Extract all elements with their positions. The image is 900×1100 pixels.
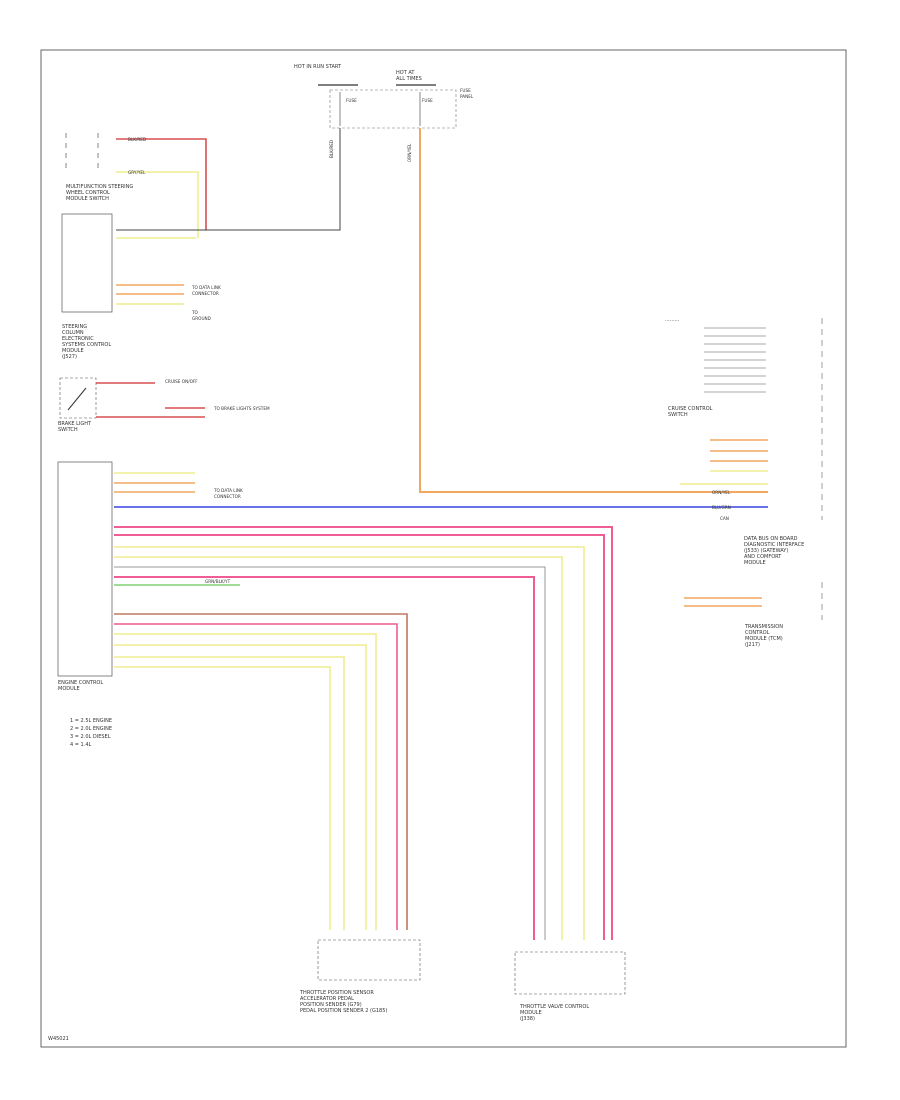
diagram-id: W45021: [48, 1036, 69, 1042]
gateway-label-4: AND COMFORT: [744, 554, 782, 560]
throttle-valve-module: THROTTLE VALVE CONTROL MODULE (J338): [514, 951, 626, 1022]
wire-ped-yel1: [114, 633, 377, 930]
ecm-label-2: MODULE: [58, 686, 80, 692]
scm-label-6: (J527): [62, 354, 77, 360]
gateway-label-5: MODULE: [744, 560, 766, 566]
cruise-label-1: CRUISE CONTROL: [668, 406, 713, 412]
fuse-label-2: FUSE: [422, 98, 433, 103]
brake-label-1: BRAKE LIGHT: [58, 421, 92, 427]
gateway-label-3: (J533) (GATEWAY): [744, 548, 788, 554]
tag-mfs-yel: GRY/YEL: [128, 170, 146, 175]
wire-ped-yel4: [114, 666, 331, 930]
mfs-label-3: MODULE SWITCH: [66, 196, 109, 202]
wire-thr-pink3: [114, 576, 535, 940]
ground-note-1: TO: [191, 310, 199, 315]
cruise-control-switch: ········· CRUISE CONTROL SWITCH: [665, 318, 713, 418]
throttle-label-1: THROTTLE VALVE CONTROL: [519, 1004, 589, 1010]
pedal-label-1: THROTTLE POSITION SENSOR: [299, 990, 374, 996]
pedal-label-3: POSITION SENDER (G79): [300, 1002, 362, 1008]
throttle-label-3: (J338): [520, 1016, 535, 1022]
data-link-mid-2: CONNECTOR: [214, 494, 241, 499]
tag-green: GRN/BLK/YT: [205, 579, 231, 584]
pedal-label-2: ACCELERATOR PEDAL: [300, 996, 354, 1002]
mfs-label-1: MULTIFUNCTION STEERING: [66, 184, 133, 190]
legend-item-3: 3 = 2.0L DIESEL: [70, 734, 111, 740]
wire-mfs-yellow: [116, 171, 199, 238]
fuse-wire-tag-2: ORN/YEL: [407, 143, 412, 162]
mfs-label-2: WHEEL CONTROL: [66, 190, 110, 196]
cruise-header-text: ·········: [665, 318, 680, 324]
wire-harness: BLK/RED GRY/YEL BLU/GRN ORN/YEL GRN/BLK/YT: [96, 128, 768, 940]
fuse-panel-label-1: FUSE: [460, 88, 471, 93]
wire-thr-pink2: [114, 534, 605, 940]
scm-label-3: ELECTRONIC: [62, 336, 94, 342]
wire-thr-grey: [114, 566, 546, 940]
scm-label-5: MODULE: [62, 348, 84, 354]
tcm-label-3: MODULE (TCM): [745, 636, 783, 642]
legend-item-1: 1 = 2.5L ENGINE: [70, 718, 112, 724]
fuse-wire-tag-1: BLK/RED: [329, 140, 334, 158]
cruise-label-2: SWITCH: [668, 412, 688, 418]
data-link-mid-1: TO DATA LINK: [213, 488, 243, 493]
pedal-label-4: PEDAL POSITION SENDER 2 (G185): [300, 1008, 387, 1014]
throttle-label-2: MODULE: [520, 1010, 542, 1016]
brake-light-switch: BRAKE LIGHT SWITCH: [58, 377, 97, 433]
diagram-frame: [40, 49, 847, 1048]
data-bus-gateway: DATA BUS ON BOARD DIAGNOSTIC INTERFACE (…: [720, 516, 804, 566]
scm-label-1: STEERING: [62, 324, 87, 330]
fuse-label-1: FUSE: [346, 98, 357, 103]
ground-note-2: GROUND: [192, 316, 211, 321]
steering-column-module: STEERING COLUMN ELECTRONIC SYSTEMS CONTR…: [61, 213, 113, 360]
can-note: CAN: [720, 516, 729, 521]
tag-orange: ORN/YEL: [712, 490, 731, 495]
wire-mfs-red: [116, 138, 207, 230]
tcm-label-2: CONTROL: [745, 630, 770, 636]
legend-item-4: 4 = 1.4L: [70, 742, 92, 748]
scm-label-4: SYSTEMS CONTROL: [62, 342, 111, 348]
wire-ped-pink: [114, 623, 398, 930]
brake-lights-note: TO BRAKE LIGHTS SYSTEM: [213, 406, 270, 411]
fuse-block: HOT IN RUN START HOT AT ALL TIMES FUSE F…: [294, 64, 474, 162]
gateway-label-1: DATA BUS ON BOARD: [744, 536, 798, 542]
wire-ped-brown: [114, 613, 408, 930]
tag-mfs-red: BLK/RED: [128, 137, 146, 142]
gateway-label-2: DIAGNOSTIC INTERFACE: [744, 542, 804, 548]
legend-item-2: 2 = 2.0L ENGINE: [70, 726, 112, 732]
data-link-top-2: CONNECTOR: [192, 291, 219, 296]
engine-control-module: ENGINE CONTROL MODULE: [57, 461, 113, 692]
pedal-position-sensor: THROTTLE POSITION SENSOR ACCELERATOR PED…: [299, 939, 421, 1014]
mfs-switch: MULTIFUNCTION STEERING WHEEL CONTROL MOD…: [65, 133, 133, 202]
wire-scm-blk: [116, 128, 341, 231]
brake-label-2: SWITCH: [58, 427, 78, 433]
tcm-label-4: (J217): [745, 642, 760, 648]
relay-label-2: HOT AT: [396, 70, 415, 76]
ecm-label-1: ENGINE CONTROL: [58, 680, 103, 686]
engine-legend: 1 = 2.5L ENGINE 2 = 2.0L ENGINE 3 = 2.0L…: [70, 718, 112, 748]
wire-feed-orange: [419, 128, 768, 493]
transmission-control-module: TRANSMISSION CONTROL MODULE (TCM) (J217): [744, 582, 823, 648]
cruise-switch-lines: [704, 327, 766, 393]
tcm-label-1: TRANSMISSION: [744, 624, 783, 630]
wire-thr-pink1: [114, 526, 613, 940]
scm-label-2: COLUMN: [62, 330, 84, 336]
relay-label-1: HOT IN RUN START: [294, 64, 342, 70]
relay-label-3: ALL TIMES: [396, 76, 422, 82]
wire-ped-yel2: [114, 644, 367, 930]
wire-thr-yel2: [114, 556, 563, 940]
tag-blue: BLU/GRN: [712, 505, 731, 510]
data-link-top-1: TO DATA LINK: [191, 285, 221, 290]
wire-thr-yel1: [114, 546, 585, 940]
cruise-note: CRUISE ON/OFF: [165, 379, 198, 384]
fuse-panel-label-2: PANEL: [460, 94, 474, 99]
wire-ped-yel3: [114, 656, 345, 930]
